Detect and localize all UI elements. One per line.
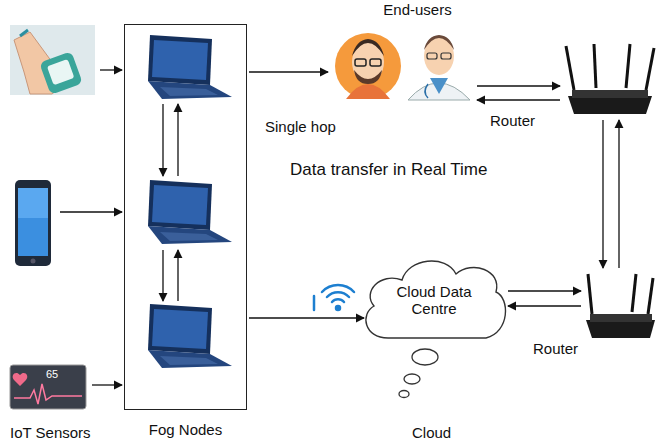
heart-monitor-icon (10, 365, 86, 409)
laptop-icon (148, 35, 232, 99)
node-label: Cloud Data Centre (386, 283, 482, 318)
connector-arrow (508, 290, 581, 291)
node-label: End-users (360, 1, 475, 18)
doctor-avatar (408, 35, 470, 100)
sensor-arrows (60, 70, 122, 385)
connector-arrow (477, 99, 560, 100)
node-label: Fog Nodes (125, 421, 246, 438)
node-label: Router (533, 340, 578, 357)
edge-label: Single hop (263, 118, 338, 135)
sensor-reading: 65 (46, 368, 58, 381)
column-label: Cloud (412, 424, 451, 441)
fog-internal-arrows (163, 104, 178, 301)
router: Router (562, 40, 654, 118)
caption-note: Data transfer in Real Time (290, 160, 487, 180)
node-label: Router (490, 112, 535, 129)
fog-node-group: Fog Nodes (124, 24, 247, 410)
router: Router (583, 270, 655, 340)
column-label: IoT Sensors (10, 424, 91, 441)
connector-arrow (508, 305, 581, 306)
connector-arrow (602, 120, 603, 268)
laptop-icon (148, 304, 232, 368)
wearable-sensor-icon (10, 25, 95, 95)
router-icon (586, 274, 655, 338)
wifi-symbol (314, 285, 354, 310)
connector-arrow (618, 120, 619, 268)
connector-arrow (249, 71, 328, 72)
router-icon (566, 44, 654, 114)
cloud-bubbles (399, 349, 438, 398)
connector-arrow (477, 85, 560, 86)
laptop-icon (148, 180, 232, 244)
connector-arrow (249, 317, 364, 318)
cloud-data-centre: Cloud Data Centre (358, 252, 510, 342)
user-avatar (335, 33, 401, 99)
smartphone-icon (15, 180, 51, 266)
fog-laptops (148, 35, 232, 368)
end-users: End-users (330, 0, 475, 106)
